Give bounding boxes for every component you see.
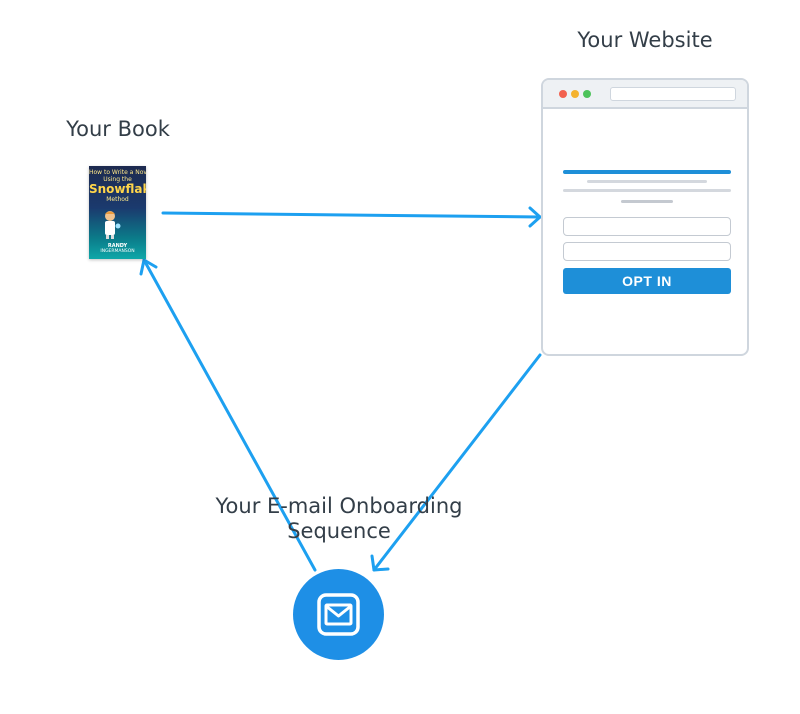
- book-label: Your Book: [66, 117, 170, 141]
- text-placeholder-1: [587, 180, 707, 183]
- book-author-first: RANDY: [107, 243, 128, 249]
- email-sequence-label: Your E-mail Onboarding Sequence: [215, 494, 463, 543]
- email-sequence-circle: [293, 569, 384, 660]
- opt-in-button[interactable]: OPT IN: [563, 268, 731, 294]
- browser-title-bar: [543, 80, 747, 109]
- headline-placeholder: [563, 170, 731, 174]
- book-title-line-4: Method: [106, 196, 129, 203]
- window-close-dot-icon: [559, 90, 567, 98]
- arrow-email-to-book: [139, 258, 317, 572]
- name-input[interactable]: [563, 217, 731, 236]
- book-title-line-2: Using the: [103, 176, 132, 183]
- book-cover: How to Write a Novel Using the Snowflake…: [89, 166, 146, 259]
- scientist-figure-icon: [105, 211, 121, 239]
- envelope-icon: [317, 593, 360, 636]
- email-input[interactable]: [563, 242, 731, 261]
- website-browser-window: OPT IN: [541, 78, 749, 356]
- website-label: Your Website: [577, 28, 713, 52]
- address-bar[interactable]: [610, 87, 736, 101]
- text-placeholder-2: [563, 189, 731, 192]
- book-title-line-1: How to Write a Novel: [89, 169, 146, 176]
- book-title-line-3: Snowflake: [89, 182, 146, 196]
- window-minimize-dot-icon: [571, 90, 579, 98]
- book-author-last: INGERMANSON: [100, 249, 135, 254]
- window-maximize-dot-icon: [583, 90, 591, 98]
- arrow-website-to-email: [370, 353, 542, 572]
- arrow-book-to-website: [161, 206, 542, 228]
- text-placeholder-3: [621, 200, 673, 203]
